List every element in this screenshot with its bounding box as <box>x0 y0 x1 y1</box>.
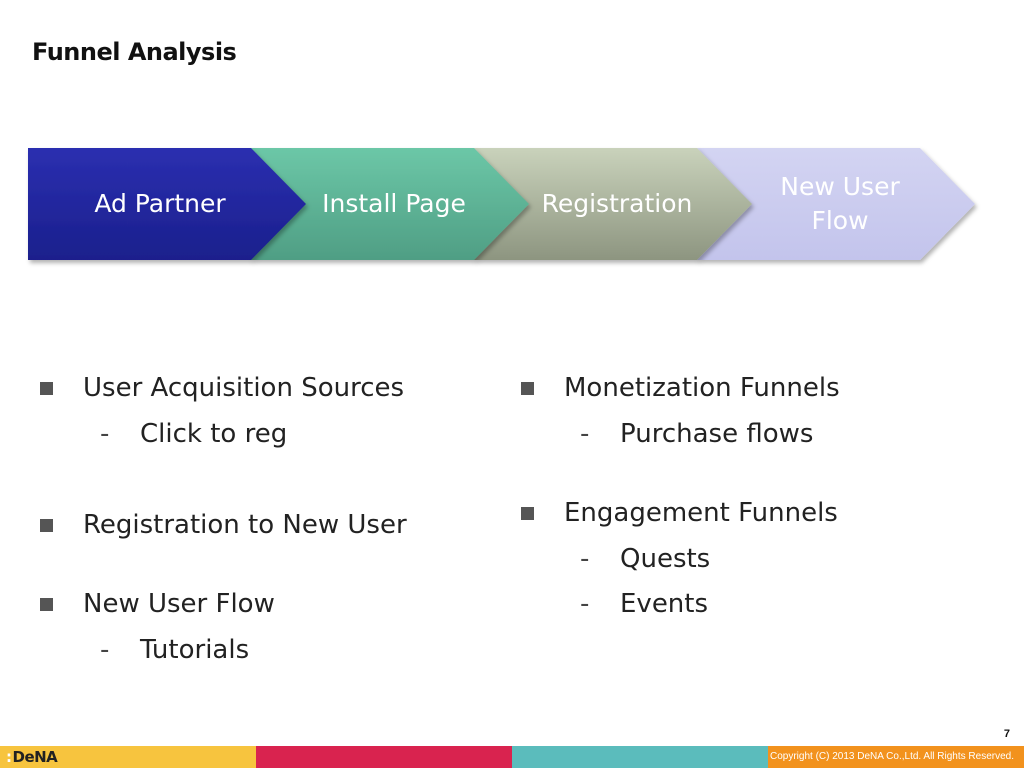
footer-segment-red <box>256 746 512 768</box>
sub-bullet-item: - Tutorials <box>100 635 249 665</box>
bullet-item: Engagement Funnels <box>521 498 838 528</box>
sub-bullet-text: Click to reg <box>140 419 288 449</box>
sub-bullet-text: Events <box>620 589 709 619</box>
stage-2-chevron <box>250 148 529 260</box>
bullet-text: Registration to New User <box>83 510 407 540</box>
sub-bullet-text: Quests <box>620 544 711 574</box>
dash-marker: - <box>580 419 590 449</box>
bullet-item: Registration to New User <box>40 510 407 540</box>
dena-logo: :DeNA <box>6 748 58 766</box>
funnel-arrows <box>28 148 975 260</box>
dash-marker: - <box>580 544 590 574</box>
dash-marker: - <box>580 589 590 619</box>
stage-2-label: Install Page <box>322 189 466 218</box>
bullet-square-icon <box>521 381 534 395</box>
dash-marker: - <box>100 635 110 665</box>
bullet-square-icon <box>521 506 534 520</box>
bullet-square-icon <box>40 518 53 532</box>
stage-3-label: Registration <box>541 189 693 218</box>
bullet-text: Engagement Funnels <box>564 498 838 528</box>
sub-bullet-item: - Quests <box>580 544 710 574</box>
sub-bullet-item: - Click to reg <box>100 419 287 449</box>
bullet-item: User Acquisition Sources <box>40 373 404 403</box>
footer-segment-orange <box>768 746 1024 768</box>
bullet-text: New User Flow <box>83 589 275 619</box>
page-number: 7 <box>1003 728 1010 740</box>
bullet-square-icon <box>40 381 53 395</box>
footer-segment-yellow <box>0 746 256 768</box>
logo-text: DeNA <box>12 748 58 766</box>
slide-title: Funnel Analysis <box>32 38 237 66</box>
sub-bullet-text: Tutorials <box>140 635 250 665</box>
funnel-diagram: Ad Partner Install Page Registration New… <box>0 0 1024 300</box>
footer-segment-teal <box>512 746 768 768</box>
bullet-text: User Acquisition Sources <box>83 373 405 403</box>
bullet-item: New User Flow <box>40 589 275 619</box>
bullet-square-icon <box>40 597 53 611</box>
logo-mark: : <box>6 748 12 766</box>
sub-bullet-item: - Events <box>580 589 708 619</box>
stage-3-chevron <box>473 148 752 260</box>
copyright-text: Copyright (C) 2013 DeNA Co.,Ltd. All Rig… <box>770 751 1014 762</box>
footer-color-bar <box>0 746 1024 768</box>
bullet-text: Monetization Funnels <box>564 373 840 403</box>
sub-bullet-item: - Purchase flows <box>580 419 813 449</box>
sub-bullet-text: Purchase flows <box>620 419 814 449</box>
stage-4-label: New User Flow <box>780 172 900 235</box>
stage-4-chevron <box>696 148 975 260</box>
dash-marker: - <box>100 419 110 449</box>
stage-1-label: Ad Partner <box>94 189 226 218</box>
bullet-item: Monetization Funnels <box>521 373 840 403</box>
stage-1-chevron <box>28 148 306 260</box>
